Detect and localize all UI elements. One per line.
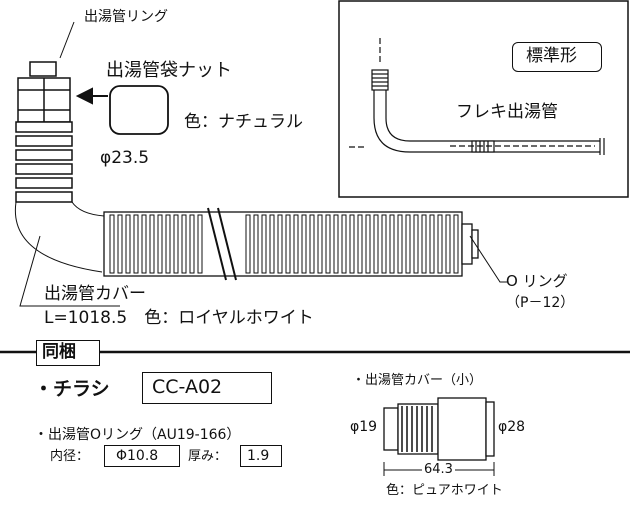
cover-rib: [197, 214, 203, 274]
cover-rib: [397, 214, 403, 274]
cover-rib: [253, 214, 259, 274]
small-cover-d-left: φ19: [350, 419, 378, 435]
cover-rib: [269, 214, 275, 274]
leader-lines: [0, 21, 630, 354]
cover-rib: [309, 214, 315, 274]
cover-rib: [125, 214, 131, 274]
horizontal-cover: [103, 207, 479, 281]
inset-badge: 標準形: [526, 46, 577, 66]
cover-rib: [357, 214, 363, 274]
oring-label: O リング: [506, 272, 568, 290]
nut-color: 色：ナチュラル: [184, 112, 303, 132]
flyer-code: CC-A02: [152, 376, 223, 398]
small-cover-color: 色：ピュアホワイト: [386, 483, 503, 498]
cover-rib: [429, 214, 435, 274]
vertical-bellows: [15, 121, 73, 203]
flyer-code-box: [142, 372, 272, 404]
inner-label: 内径：: [50, 449, 90, 464]
elbow-curve: [14, 201, 105, 273]
thick-value-box: [240, 445, 282, 467]
inset-flex-pipe: [349, 38, 605, 155]
inner-value-box: [104, 445, 180, 467]
bundle-header: 同梱: [42, 342, 76, 362]
cover-rib: [173, 214, 179, 274]
inset-frame: [338, 0, 629, 198]
cover-rib: [141, 214, 147, 274]
cover-rib: [261, 214, 267, 274]
cover-rib: [133, 214, 139, 274]
cover-rib: [277, 214, 283, 274]
cover-rib: [341, 214, 347, 274]
cover-label: 出湯管カバー: [44, 284, 146, 304]
cover-rib: [189, 214, 195, 274]
thick-value: 1.9: [247, 448, 270, 464]
ring-label: 出湯管リング: [84, 9, 168, 25]
cover-rib: [285, 214, 291, 274]
cover-rib: [149, 214, 155, 274]
oring-title: ・出湯管Oリング（AU19-166）: [34, 427, 241, 443]
nut-fitting: [17, 61, 71, 123]
cover-rib: [421, 214, 427, 274]
cover-rib: [373, 214, 379, 274]
cover-rib: [245, 214, 251, 274]
nut-label: 出湯管袋ナット: [106, 60, 232, 81]
cover-rib: [325, 214, 331, 274]
cover-rib: [381, 214, 387, 274]
small-cover-d-right: φ28: [498, 419, 526, 435]
thick-label: 厚み：: [188, 449, 228, 464]
inner-value: Φ10.8: [116, 448, 159, 464]
cover-rib: [405, 214, 411, 274]
cover-rib: [117, 214, 123, 274]
oring-code: （P－12）: [506, 295, 575, 311]
cover-rib: [389, 214, 395, 274]
nut-face: [109, 85, 169, 135]
cover-rib: [293, 214, 299, 274]
cover-rib: [157, 214, 163, 274]
cover-rib: [453, 214, 459, 274]
cover-rib: [413, 214, 419, 274]
cover-rib: [365, 214, 371, 274]
cover-rib: [109, 214, 115, 274]
nut-diameter: φ23.5: [100, 148, 150, 168]
small-cover-length: 64.3: [422, 462, 455, 477]
nut-arrow: [75, 87, 108, 105]
cover-rib: [165, 214, 171, 274]
inset-badge-box: [512, 42, 602, 72]
cover-rib: [333, 214, 339, 274]
cover-rib: [181, 214, 187, 274]
small-cover-title: ・出湯管カバー（小）: [352, 373, 483, 388]
cover-rib: [317, 214, 323, 274]
cover-rib: [437, 214, 443, 274]
cover-spec: L=1018.5 色：ロイヤルホワイト: [44, 308, 314, 328]
flyer-label: ・チラシ: [34, 378, 110, 400]
bundle-header-box: [36, 340, 100, 366]
cover-rib: [445, 214, 451, 274]
cover-rib: [349, 214, 355, 274]
cover-rib: [301, 214, 307, 274]
inset-flex-label: フレキ出湯管: [456, 102, 558, 122]
